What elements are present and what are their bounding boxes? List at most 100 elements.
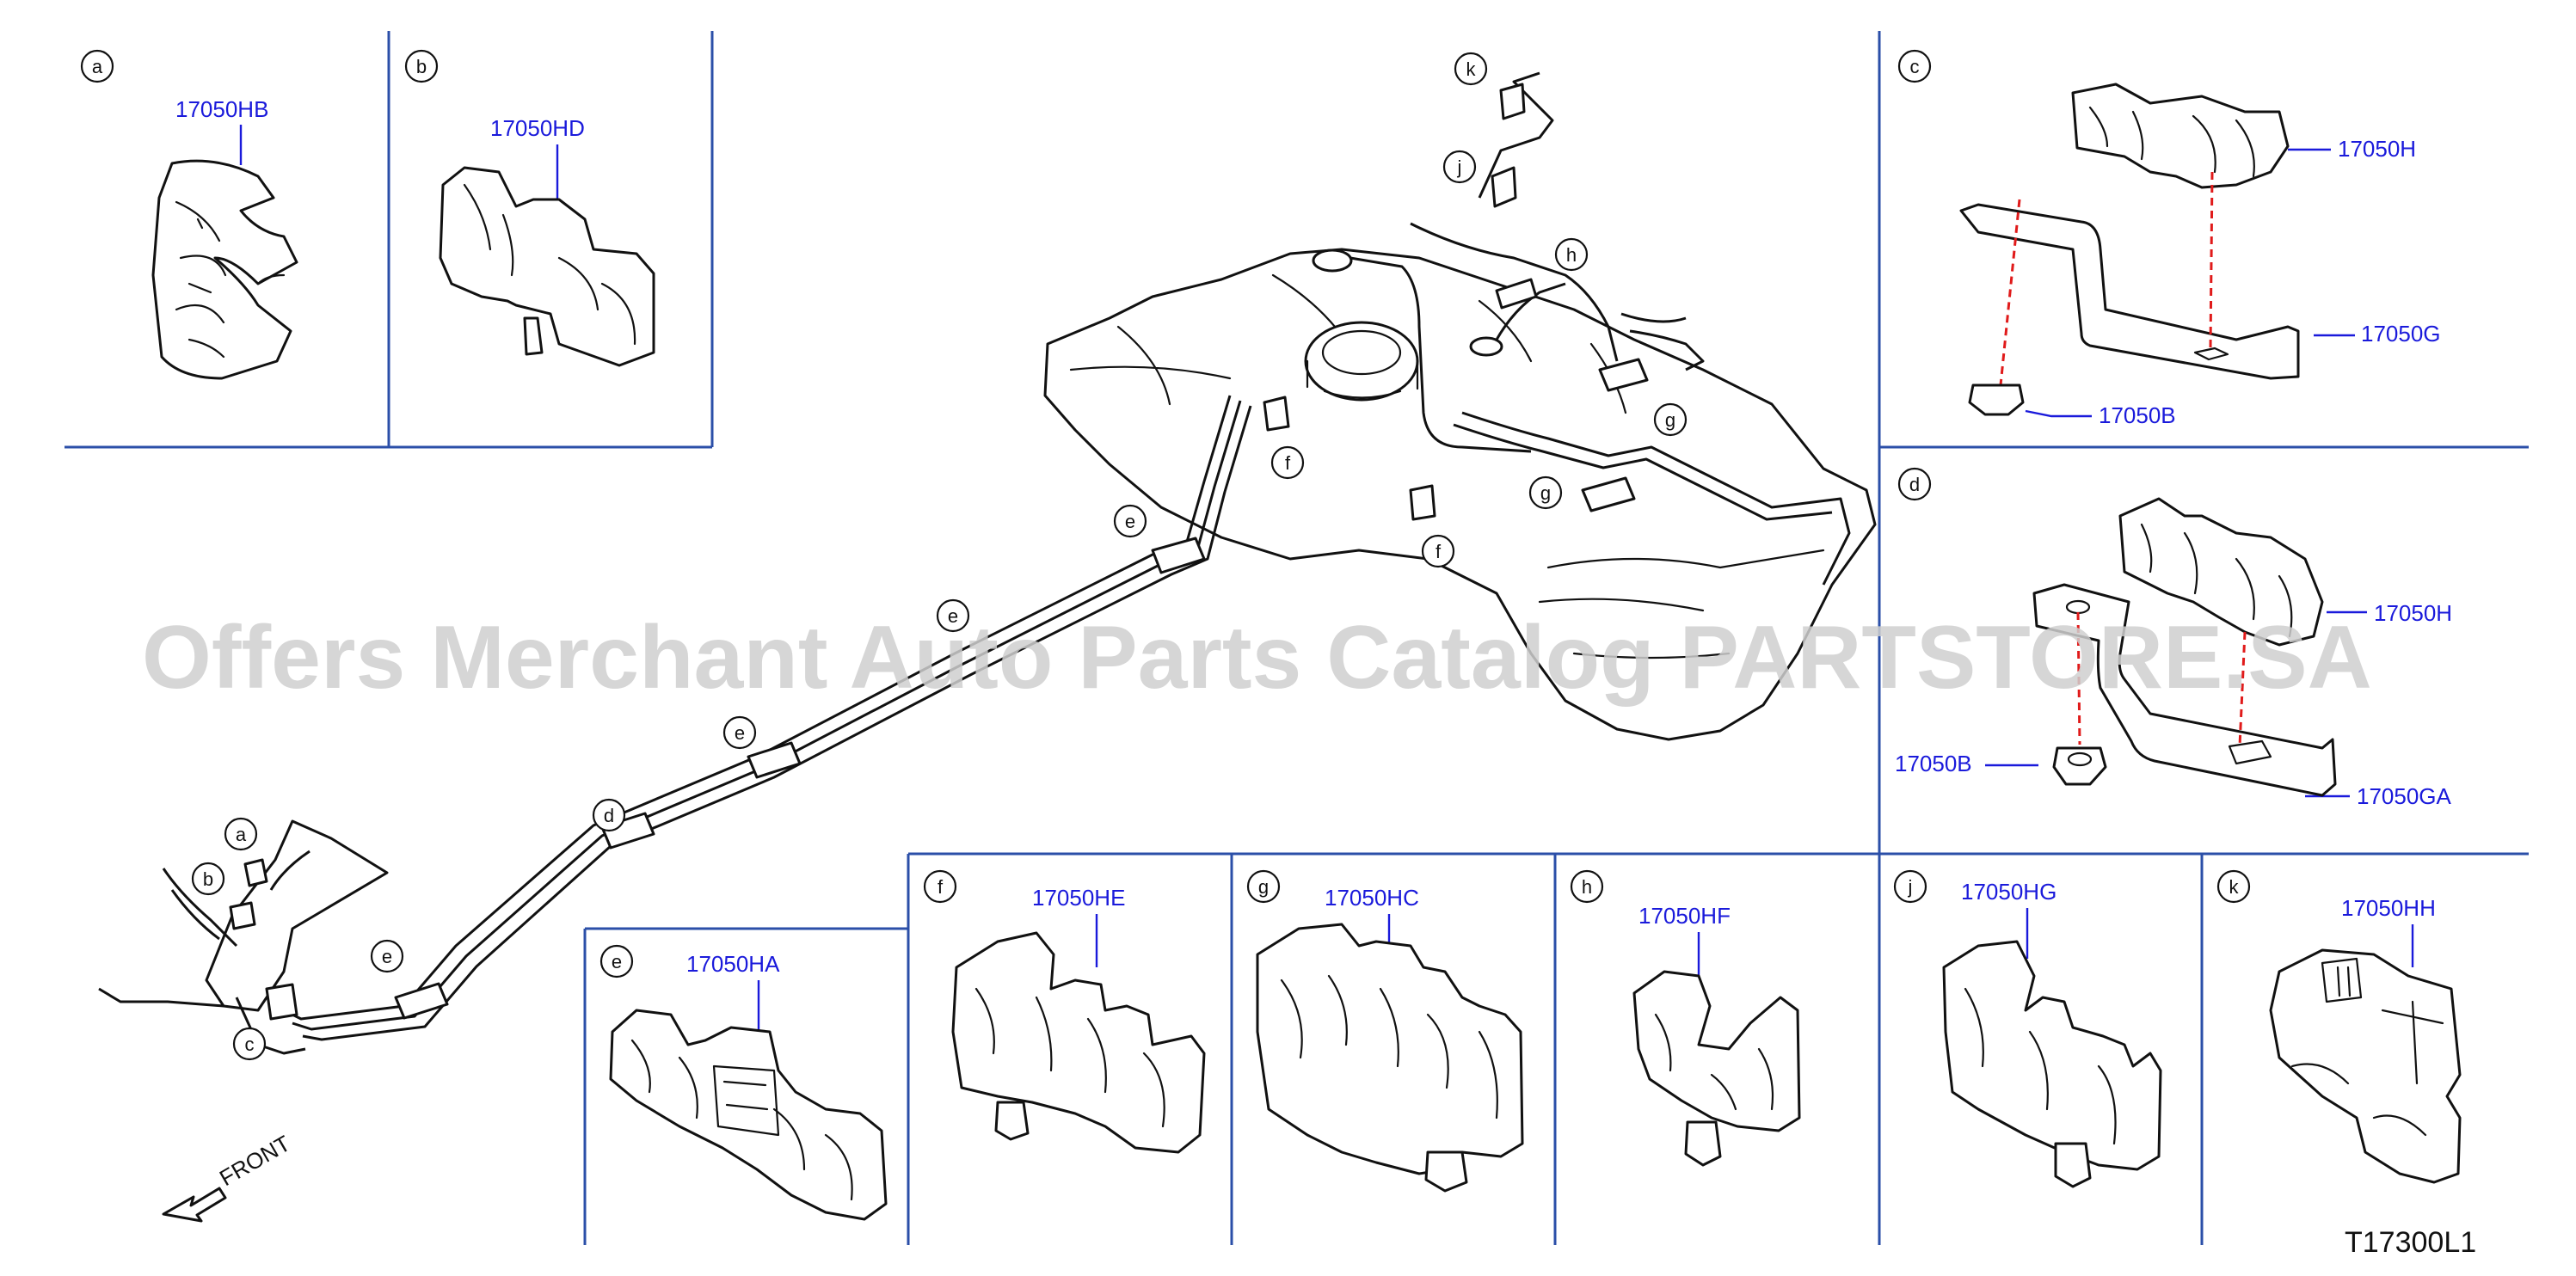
part-number-17050HE[interactable]: 17050HE <box>1032 885 1125 911</box>
panel-h-letter: h <box>1582 876 1592 898</box>
front-indicator: FRONT <box>162 1130 295 1223</box>
panel-e-letter: e <box>612 951 622 972</box>
panel-h-letter-circle <box>1570 869 1604 904</box>
panel-c: c 17050H 17050G 17050B <box>1897 49 2441 428</box>
panel-k-letter: k <box>2229 876 2240 898</box>
svg-text:e: e <box>948 605 958 627</box>
panel-b-letter: b <box>416 56 427 77</box>
svg-text:k: k <box>1466 58 1477 80</box>
clamp-f2 <box>1409 484 1436 521</box>
part-number-17050GA[interactable]: 17050GA <box>2357 783 2452 809</box>
part-number-17050G[interactable]: 17050G <box>2361 321 2441 347</box>
panel-g-letter: g <box>1258 876 1269 898</box>
clip-17050HA-illustration <box>609 1009 888 1221</box>
part-number-17050B-d[interactable]: 17050B <box>1895 751 1972 776</box>
clip-17050HB-illustration <box>151 159 298 380</box>
part-number-17050HD[interactable]: 17050HD <box>490 115 585 141</box>
bracket-d-illustration <box>2032 497 2337 797</box>
svg-text:g: g <box>1665 409 1675 431</box>
panel-j: j 17050HG <box>1893 869 2162 1188</box>
callout-c[interactable]: c <box>232 1027 267 1061</box>
callout-e-2[interactable]: e <box>936 598 970 633</box>
clamp-e2 <box>747 741 802 779</box>
bracket-c-illustration <box>1959 83 2300 416</box>
alignment-line-d-right <box>2238 631 2247 747</box>
front-arrow-icon <box>162 1187 227 1223</box>
diagram-code: T17300L1 <box>2345 1226 2476 1259</box>
callout-e-4[interactable]: e <box>370 939 404 973</box>
clip-17050HC-illustration <box>1256 923 1524 1193</box>
part-number-17050HG[interactable]: 17050HG <box>1961 879 2056 905</box>
alignment-line-c-right <box>2209 171 2214 349</box>
svg-text:f: f <box>1436 541 1442 562</box>
panel-e-letter-circle <box>599 944 634 978</box>
fuel-tank-body <box>1043 248 1877 741</box>
panel-d-letter: d <box>1909 474 1920 495</box>
clamp-g2 <box>1581 476 1636 512</box>
clamp-e1 <box>1151 537 1206 574</box>
callout-f-upper[interactable]: f <box>1270 445 1305 480</box>
watermark-text: Offers Merchant Auto Parts Catalog PARTS… <box>142 608 2372 708</box>
clamp-e3 <box>394 982 449 1020</box>
svg-text:a: a <box>236 824 247 845</box>
callout-f-lower[interactable]: f <box>1421 534 1455 568</box>
clamp-f1 <box>1263 396 1290 432</box>
clamp-d <box>600 812 655 850</box>
callout-g-upper[interactable]: g <box>1653 402 1688 437</box>
clip-17050HF-illustration <box>1632 970 1801 1167</box>
front-label: FRONT <box>215 1130 295 1191</box>
part-number-17050HF[interactable]: 17050HF <box>1638 903 1731 929</box>
clip-17050HH-illustration <box>2269 948 2462 1184</box>
panel-e: e 17050HA <box>599 944 888 1221</box>
panel-b: b 17050HD <box>404 49 655 367</box>
part-number-17050B-c[interactable]: 17050B <box>2099 402 2176 428</box>
panel-b-letter-circle <box>404 49 439 83</box>
clamp-g1 <box>1598 358 1649 392</box>
clamp-k <box>1499 83 1526 120</box>
alignment-line-c-left <box>1999 199 2021 386</box>
callout-k[interactable]: k <box>1454 52 1488 86</box>
panel-g-letter-circle <box>1246 869 1281 904</box>
clip-17050HD-illustration <box>439 166 655 367</box>
panel-c-letter: c <box>1910 56 1920 77</box>
svg-text:g: g <box>1540 482 1551 504</box>
part-number-17050H-c[interactable]: 17050H <box>2338 136 2416 162</box>
clamp-j <box>1491 166 1517 208</box>
part-number-17050H-d[interactable]: 17050H <box>2374 600 2452 626</box>
svg-text:b: b <box>203 868 213 890</box>
part-number-17050HA[interactable]: 17050HA <box>686 951 780 977</box>
panel-f-letter-circle <box>923 869 957 904</box>
panel-f: f 17050HE <box>923 869 1206 1154</box>
panel-k-letter-circle <box>2216 869 2251 904</box>
callout-g-lower[interactable]: g <box>1528 475 1563 510</box>
panel-d: d 17050H 17050B 17050GA <box>1895 467 2452 809</box>
svg-text:e: e <box>735 722 745 744</box>
svg-text:e: e <box>1125 511 1135 532</box>
callout-a[interactable]: a <box>224 817 258 851</box>
panel-h: h 17050HF <box>1570 869 1801 1167</box>
callout-b[interactable]: b <box>191 862 225 896</box>
callout-h[interactable]: h <box>1554 237 1589 272</box>
part-number-17050HB[interactable]: 17050HB <box>175 96 268 122</box>
svg-text:c: c <box>245 1034 255 1055</box>
clip-17050HG-illustration <box>1942 940 2162 1188</box>
part-number-17050HH[interactable]: 17050HH <box>2341 895 2436 921</box>
part-number-17050HC[interactable]: 17050HC <box>1325 885 1419 911</box>
svg-text:e: e <box>382 946 392 967</box>
main-callouts: k j h g g f f e <box>191 52 1688 1061</box>
alignment-line-d-left <box>2076 611 2081 745</box>
panel-f-letter: f <box>938 876 944 898</box>
callout-e-1[interactable]: e <box>1113 504 1147 538</box>
callout-j[interactable]: j <box>1442 150 1477 184</box>
panel-a-letter-circle <box>80 49 114 83</box>
callout-e-3[interactable]: e <box>722 715 757 750</box>
clip-17050HE-illustration <box>951 931 1206 1154</box>
clamp-a <box>243 858 268 887</box>
panel-j-letter-circle <box>1893 869 1927 904</box>
panel-d-letter-circle <box>1897 467 1932 501</box>
svg-text:h: h <box>1566 244 1577 266</box>
leader-17050B-c <box>2025 409 2092 418</box>
callout-d[interactable]: d <box>592 798 626 832</box>
clamp-c <box>265 983 298 1021</box>
